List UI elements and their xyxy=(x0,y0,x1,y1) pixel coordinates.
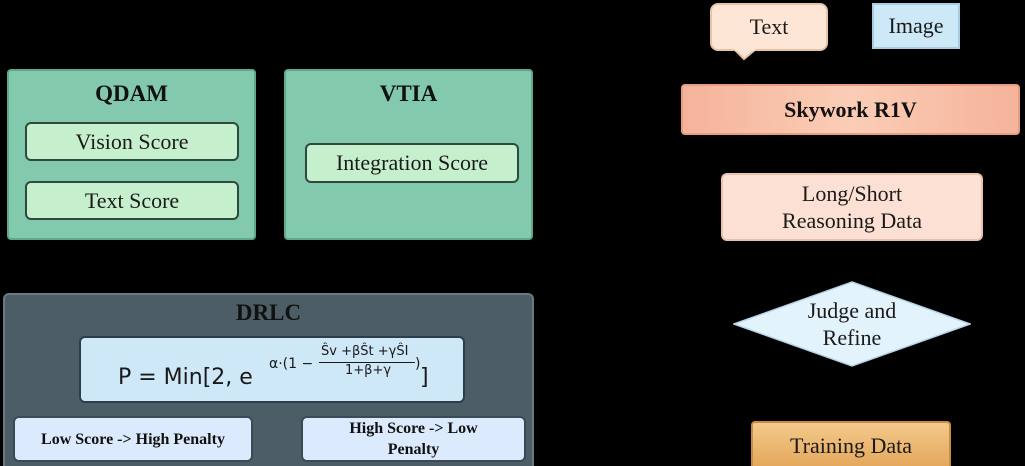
formula-exponent-suffix: ) xyxy=(415,356,421,372)
vtia-panel: VTIA Integration Score xyxy=(284,69,533,240)
low-score-high-penalty-box: Low Score -> High Penalty xyxy=(13,416,253,462)
formula-denominator: 1+β+γ xyxy=(345,363,392,378)
formula-close-bracket: ] xyxy=(420,365,429,390)
qdam-title: QDAM xyxy=(95,81,168,106)
judge-diamond-shape xyxy=(733,281,971,367)
formula-fraction-bar xyxy=(319,362,415,363)
training-data-box: Training Data xyxy=(751,421,951,466)
formula-lhs: P = Min[2, e xyxy=(118,365,253,390)
vision-score-box: Vision Score xyxy=(25,122,239,161)
penalty-formula-box: P = Min[2, e α·(1 − Ŝv +βŜt +γŜI 1+β+γ )… xyxy=(79,336,465,403)
text-score-box: Text Score xyxy=(25,181,239,220)
reasoning-data-box: Long/Short Reasoning Data xyxy=(721,173,983,241)
drlc-title: DRLC xyxy=(235,300,302,325)
formula-exponent-prefix: α·(1 − xyxy=(269,356,314,372)
text-bubble-tail xyxy=(732,49,758,61)
drlc-panel: DRLC P = Min[2, e α·(1 − Ŝv +βŜt +γŜI 1+… xyxy=(3,293,534,466)
high-score-low-penalty-box: High Score -> Low Penalty xyxy=(301,416,526,462)
judge-refine-label: Judge and Refine xyxy=(807,298,897,350)
model-box: Skywork R1V xyxy=(681,84,1020,135)
image-input-box: Image xyxy=(872,3,960,49)
formula-numerator: Ŝv +βŜt +γŜI xyxy=(321,344,409,359)
qdam-panel: QDAM Vision Score Text Score xyxy=(7,69,256,240)
integration-score-box: Integration Score xyxy=(305,143,519,183)
vtia-title: VTIA xyxy=(379,81,438,106)
text-input-bubble: Text xyxy=(710,3,828,51)
